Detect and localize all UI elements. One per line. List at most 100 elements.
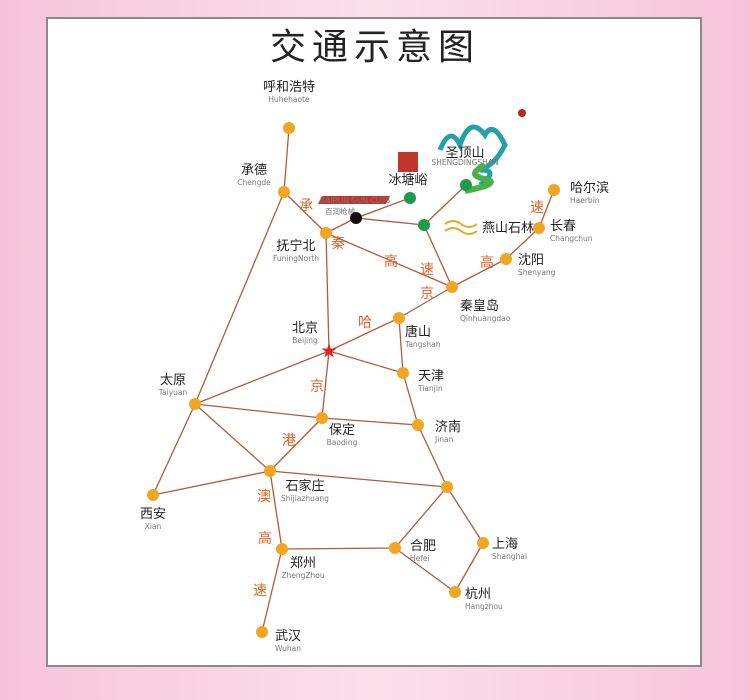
city-label-en-jinan: Jinan — [434, 435, 454, 444]
city-label-baoding: 保定 — [329, 423, 355, 438]
route-taiyuan-shijiazhuang — [194, 403, 271, 472]
city-node-changchun[interactable] — [533, 222, 545, 234]
yanshan-label: 燕山石林 — [482, 221, 534, 236]
city-node-jinan[interactable] — [412, 419, 424, 431]
city-label-en-funing: FuningNorth — [273, 254, 319, 263]
city-node-shenyang[interactable] — [500, 253, 512, 265]
route-taiyuan-beijing — [194, 350, 330, 405]
bingtangyu-label: 冰塘峪 — [388, 172, 427, 188]
city-label-shijiazhuang: 石家庄 — [285, 478, 324, 494]
route-beijing-tangshan — [328, 317, 400, 352]
city-node-huhehaote[interactable] — [283, 122, 295, 134]
city-label-shenyang: 沈阳 — [518, 253, 544, 268]
junction-node — [441, 481, 453, 493]
city-node-haerbin[interactable] — [548, 184, 560, 196]
road-label-jinggangao: 澳 — [257, 489, 271, 505]
city-node-shijiazhuang[interactable] — [264, 465, 276, 477]
route-beijing-baoding — [321, 350, 330, 419]
city-label-en-shanghai: Shanghai — [492, 552, 527, 561]
city-label-en-hefei: Hefei — [410, 554, 430, 563]
city-label-en-baoding: Baoding — [327, 438, 358, 447]
city-label-huhehaote: 呼和浩特 — [263, 80, 315, 95]
city-label-tianjin: 天津 — [418, 369, 444, 384]
route-shijiazhuang-zhengzhou — [269, 470, 283, 550]
route-yanshan-qinhuangdao — [423, 224, 453, 288]
route-changchun-haerbin — [538, 189, 555, 229]
city-node-tangshan[interactable] — [393, 312, 405, 324]
road-label-chengqin: 承 — [299, 198, 313, 214]
route-chengde-taiyuan — [194, 191, 285, 405]
route-tangshan-tianjin — [398, 317, 404, 374]
route-shenyang-changchun — [505, 227, 540, 260]
route-tangshan-qinhuangdao — [398, 286, 453, 319]
capital-star-icon[interactable] — [321, 343, 337, 358]
city-label-shanghai: 上海 — [492, 537, 518, 552]
gunclub-logo — [318, 196, 390, 204]
city-label-en-chengde: Chengde — [237, 178, 271, 187]
shengdingshan-sublabel: SHENGDINGSHAN — [431, 158, 498, 167]
city-label-en-xian: Xian — [145, 522, 162, 531]
route-chengde-funing — [283, 191, 327, 234]
route-j2-hefei — [394, 486, 448, 549]
city-label-beijing: 北京 — [292, 321, 318, 336]
city-label-en-wuhan: Wuhan — [275, 644, 301, 653]
route-yanshan-shengdingshan — [423, 184, 467, 226]
scenic-node-shengdingshan[interactable] — [460, 179, 472, 191]
page-title: 交通示意图 — [269, 27, 480, 68]
city-node-wuhan[interactable] — [256, 626, 268, 638]
city-label-en-beijing: Beijing — [292, 336, 318, 345]
city-label-en-huhehaote: Huhehaote — [268, 95, 310, 104]
road-label-jinggangao: 速 — [253, 583, 267, 599]
city-label-jinan: 济南 — [435, 419, 461, 435]
route-taiyuan-baoding — [194, 403, 323, 419]
city-label-funing: 抚宁北 — [276, 238, 315, 254]
city-label-hefei: 合肥 — [410, 539, 436, 554]
city-label-chengde: 承德 — [241, 163, 267, 178]
road-label-jingha: 速 — [530, 200, 544, 216]
city-label-zhengzhou: 郑州 — [290, 556, 316, 571]
city-node-chengde[interactable] — [278, 186, 290, 198]
scenic-node-yanshan[interactable] — [418, 219, 430, 231]
route-gunclub-bingtangyu — [355, 197, 411, 219]
route-huhehaote-chengde — [283, 127, 290, 193]
city-label-en-changchun: Changchun — [550, 234, 593, 243]
city-node-funing[interactable] — [320, 227, 332, 239]
city-label-tangshan: 唐山 — [405, 324, 431, 340]
scenic-node-bingtangyu[interactable] — [404, 192, 416, 204]
road-label-jingha: 高 — [480, 254, 494, 271]
gunclub-sublabel: 百润枪械 — [325, 206, 355, 216]
yanshan-logo — [444, 220, 478, 235]
route-jinan-j2 — [417, 424, 448, 488]
city-label-en-zhengzhou: ZhengZhou — [281, 571, 324, 580]
city-label-hangzhou: 杭州 — [465, 587, 491, 602]
city-label-en-tangshan: Tangshan — [404, 340, 441, 349]
route-funing-qinhuangdao — [325, 232, 453, 288]
route-baoding-shijiazhuang — [269, 417, 323, 472]
road-label-jinggangao: 京 — [310, 379, 324, 395]
map-panel — [46, 17, 702, 667]
route-hefei-hangzhou — [394, 547, 456, 593]
city-label-en-taiyuan: Taiyuan — [158, 388, 188, 397]
city-node-hangzhou[interactable] — [449, 586, 461, 598]
route-funing-beijing — [325, 232, 330, 352]
city-node-shanghai[interactable] — [477, 537, 489, 549]
city-node-baoding[interactable] — [316, 412, 328, 424]
city-node-qinhuangdao[interactable] — [446, 281, 458, 293]
city-node-zhengzhou[interactable] — [276, 543, 288, 555]
gunclub-label: BAIRUN GUN CLUB — [320, 196, 390, 205]
city-label-en-shijiazhuang: Shijiazhuang — [281, 494, 329, 503]
route-j2-shanghai — [446, 486, 484, 544]
city-node-xian[interactable] — [147, 489, 159, 501]
city-node-tianjin[interactable] — [397, 367, 409, 379]
city-label-en-hangzhou: Hangzhou — [465, 602, 503, 611]
city-node-taiyuan[interactable] — [189, 398, 201, 410]
city-node-hefei[interactable] — [389, 542, 401, 554]
route-zhengzhou-wuhan — [261, 548, 283, 633]
scenic-logos — [318, 109, 526, 235]
route-gunclub-yanshan — [355, 217, 425, 226]
road-label-chengqin: 高 — [384, 253, 398, 270]
scenic-node-gunclub[interactable] — [350, 212, 362, 224]
city-label-en-haerbin: Haerbin — [570, 196, 600, 205]
city-label-en-tianjin: Tianjin — [417, 384, 443, 393]
